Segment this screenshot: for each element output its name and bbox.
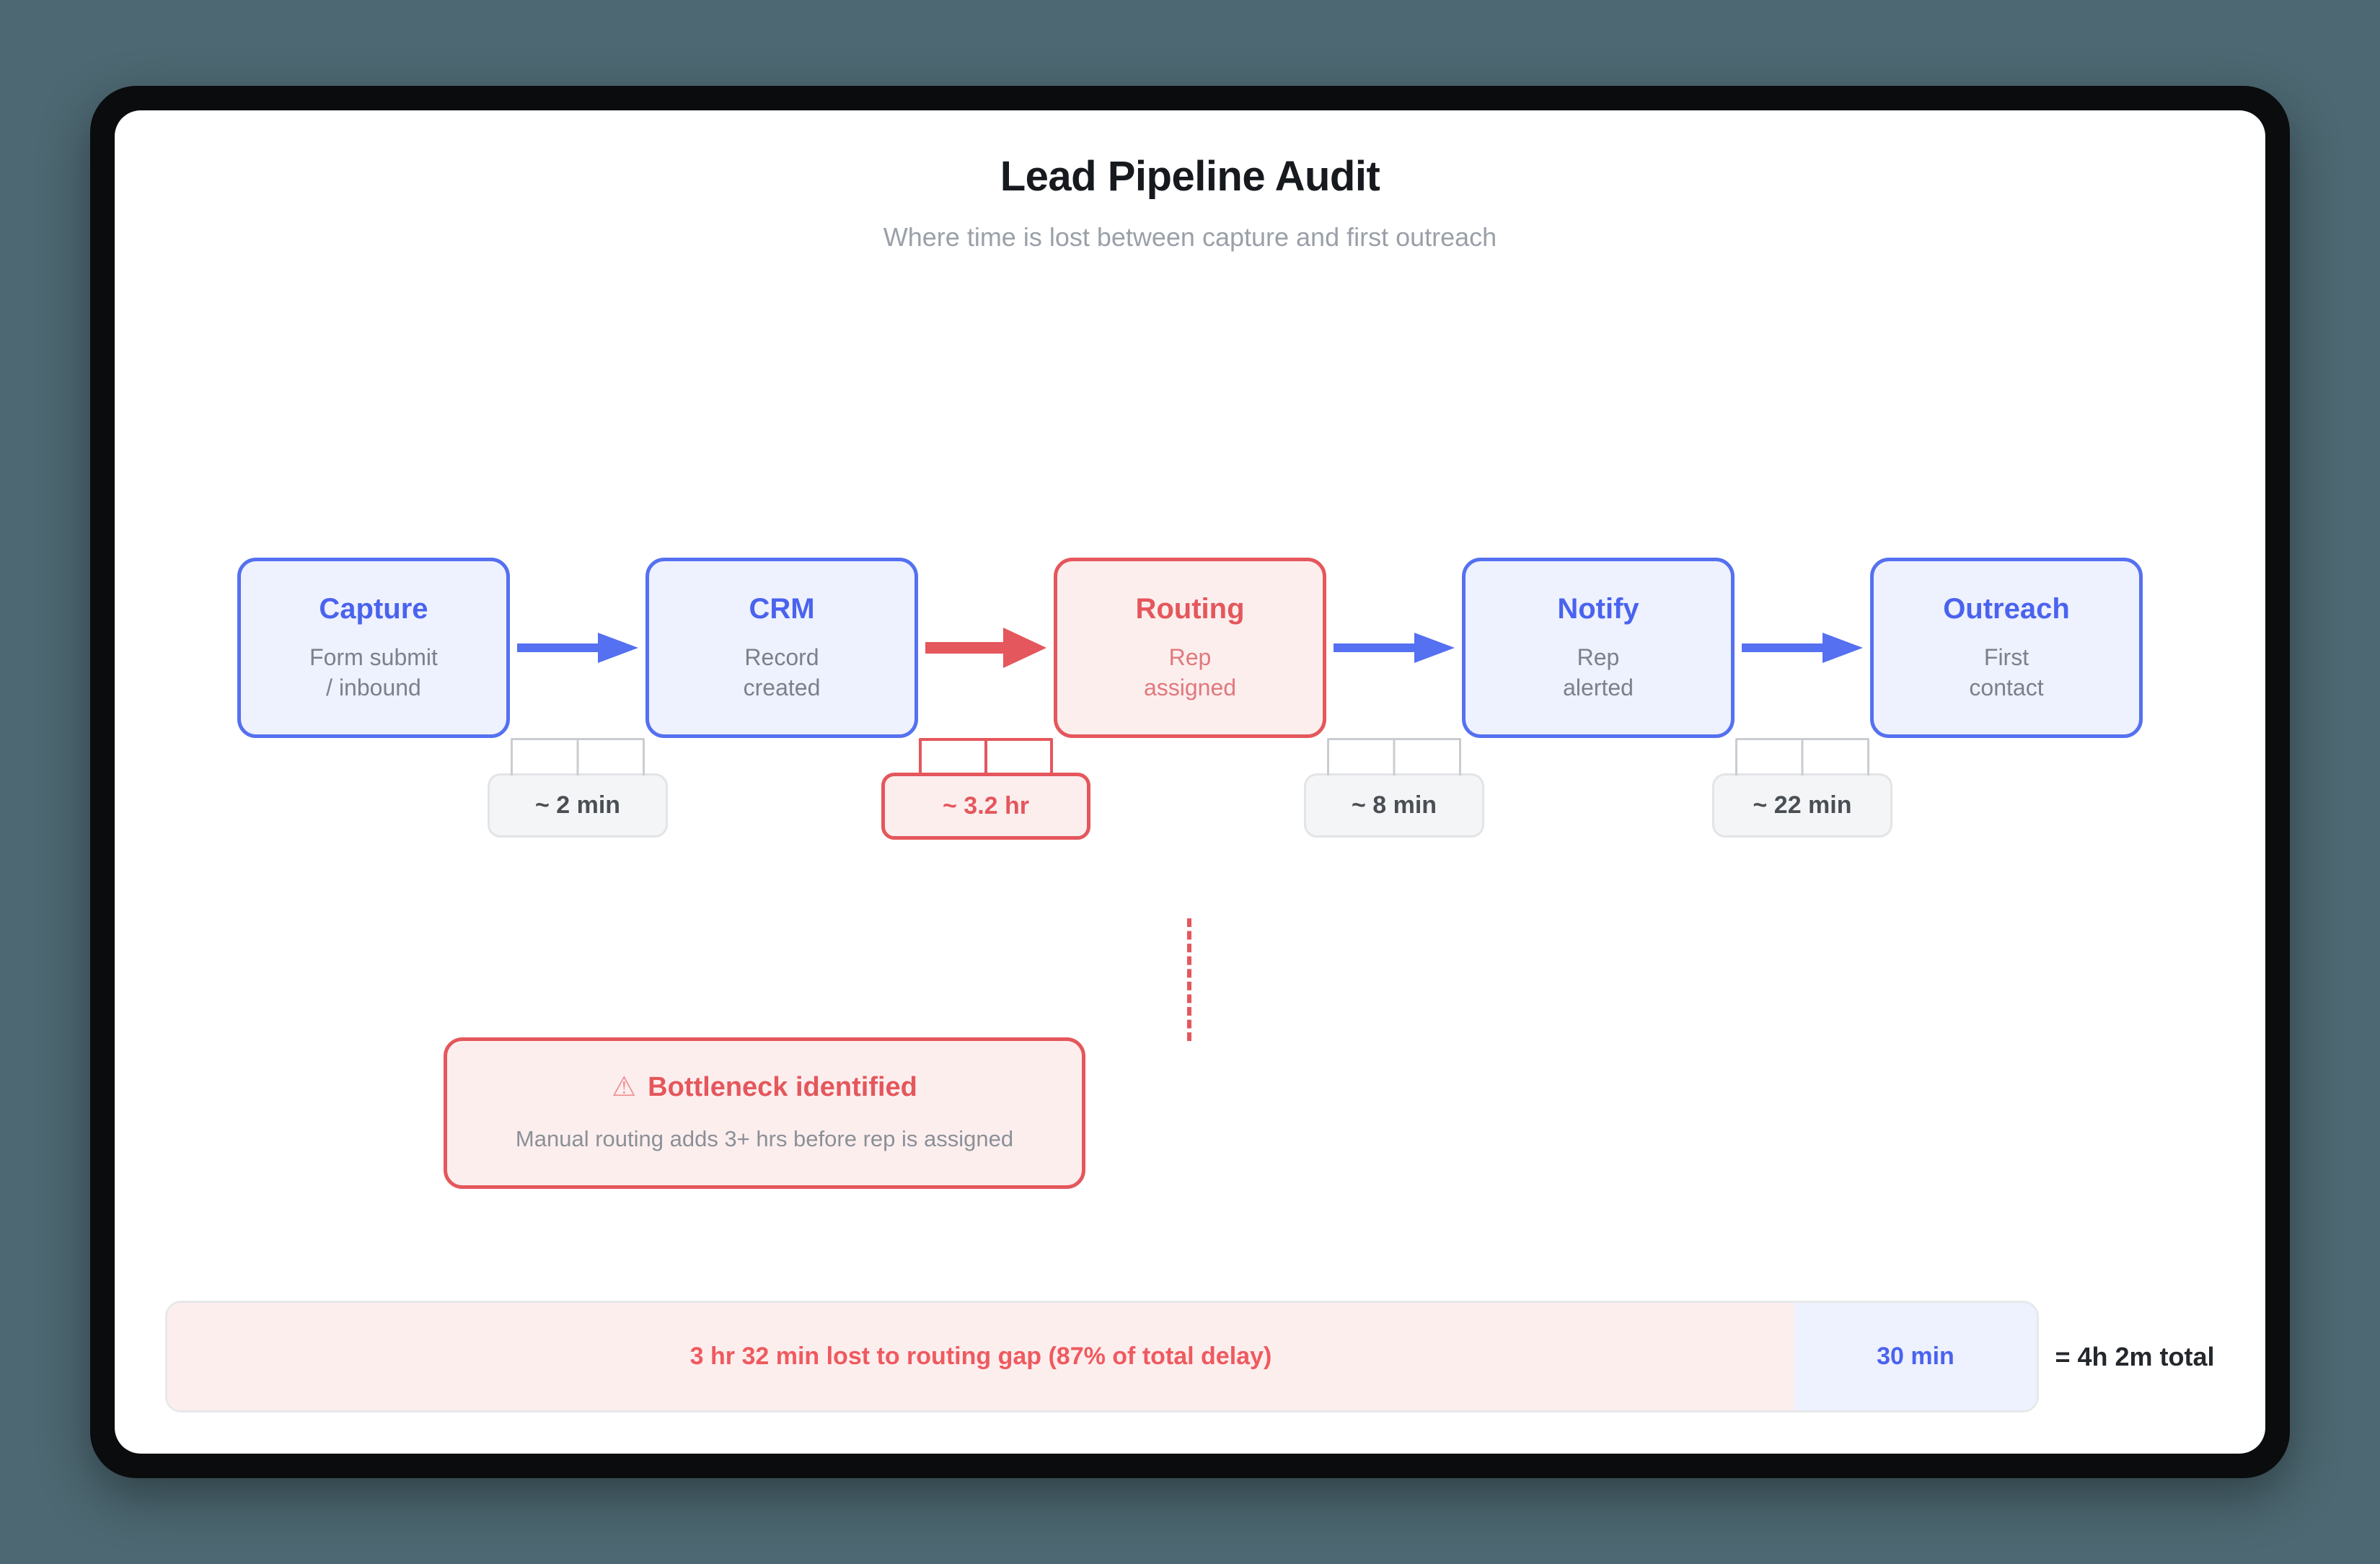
- bottleneck-connector-line: [1187, 918, 1191, 1041]
- stage-name: CRM: [749, 592, 815, 625]
- duration-chip-label: ~ 2 min: [488, 773, 668, 838]
- stage-name: Capture: [319, 592, 428, 625]
- page-subtitle: Where time is lost between capture and f…: [883, 222, 1497, 252]
- stage-name: Outreach: [1943, 592, 2070, 625]
- bottleneck-title-row: ⚠ Bottleneck identified: [476, 1072, 1053, 1103]
- bottleneck-description: Manual routing adds 3+ hrs before rep is…: [515, 1125, 1014, 1151]
- arrow-crm-to-routing: [918, 558, 1054, 738]
- screen: Lead Pipeline Audit Where time is lost b…: [115, 110, 2265, 1454]
- summary-row: 3 hr 32 min lost to routing gap (87% of …: [115, 1301, 2265, 1413]
- arrow-capture-to-crm: [510, 558, 645, 738]
- arrow-routing-to-notify: [1326, 558, 1462, 738]
- arrow-notify-to-outreach: [1735, 558, 1870, 738]
- header: Lead Pipeline Audit Where time is lost b…: [115, 110, 2265, 252]
- duration-gap-capture-crm[interactable]: ~ 2 min: [488, 738, 668, 838]
- delay-breakdown-bar[interactable]: 3 hr 32 min lost to routing gap (87% of …: [165, 1301, 2040, 1413]
- device-frame: Lead Pipeline Audit Where time is lost b…: [90, 86, 2290, 1478]
- page-title: Lead Pipeline Audit: [1000, 153, 1380, 200]
- warning-triangle-icon: ⚠: [612, 1072, 637, 1102]
- bottleneck-title: Bottleneck identified: [648, 1072, 917, 1102]
- bracket-icon: [511, 738, 645, 776]
- duration-gap-notify-outreach[interactable]: ~ 22 min: [1712, 738, 1892, 838]
- segment-kept: 30 min: [1794, 1303, 2037, 1410]
- bracket-icon: [1327, 738, 1461, 776]
- duration-chip-label: ~ 8 min: [1304, 773, 1484, 838]
- stage-capture[interactable]: Capture Form submit/ inbound: [237, 558, 510, 738]
- bracket-icon: [1735, 738, 1869, 776]
- duration-gap-crm-routing[interactable]: ~ 3.2 hr: [881, 738, 1090, 840]
- duration-chips: ~ 2 min ~ 3.2 hr ~ 8 min ~ 22 min: [115, 738, 2265, 840]
- bottleneck-callout[interactable]: ⚠ Bottleneck identified Manual routing a…: [444, 1037, 1085, 1190]
- segment-lost: 3 hr 32 min lost to routing gap (87% of …: [167, 1303, 1794, 1410]
- stage-desc: Form submit/ inbound: [309, 643, 438, 700]
- duration-chip-label: ~ 3.2 hr: [881, 773, 1090, 840]
- duration-chip-label: ~ 22 min: [1712, 773, 1892, 838]
- summary-total-label: = 4h 2m total: [2055, 1341, 2215, 1371]
- stage-name: Notify: [1557, 592, 1639, 625]
- bracket-icon: [919, 738, 1053, 776]
- bottleneck-callout-wrap: ⚠ Bottleneck identified Manual routing a…: [115, 1037, 2265, 1190]
- duration-gap-routing-notify[interactable]: ~ 8 min: [1304, 738, 1484, 838]
- stage-name: Routing: [1135, 592, 1245, 625]
